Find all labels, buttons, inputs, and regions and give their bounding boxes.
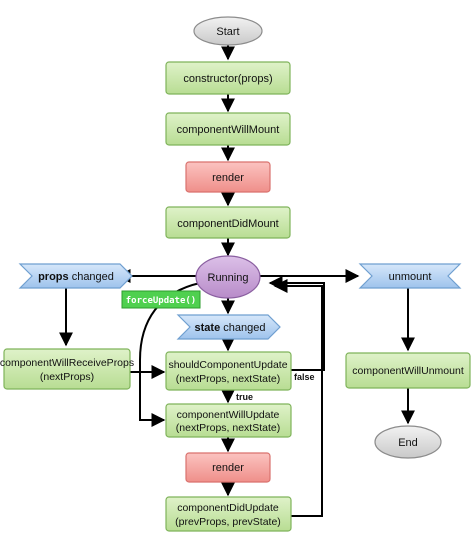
did-mount-label: componentDidMount [177,218,279,230]
edge-didupdate-running [273,279,323,517]
unmount-label: unmount [389,271,432,283]
should-update-node: shouldComponentUpdate (nextProps, nextSt… [165,351,292,391]
props-changed-node: props changed [18,263,133,289]
state-changed-node: state changed [176,314,281,340]
will-unmount-label: componentWillUnmount [352,365,464,377]
will-receive-props-label-1: componentWillReceiveProps [0,357,134,369]
edges [59,42,415,517]
constructor-node: constructor(props) [165,61,291,95]
state-changed-label: state changed [195,322,266,334]
end-node: End [374,425,442,459]
did-update-label-1: componentDidUpdate [177,502,279,514]
running-node: Running [195,255,261,299]
running-label: Running [208,272,249,284]
props-changed-label: props changed [38,271,114,283]
will-update-node: componentWillUpdate (nextProps, nextStat… [165,403,292,438]
did-update-node: componentDidUpdate (prevProps, prevState… [165,496,292,532]
will-update-label-2: (nextProps, nextState) [176,422,280,434]
render-label-2: render [212,462,244,474]
end-label: End [398,437,418,449]
true-edge-label: true [236,392,253,402]
did-update-label-2: (prevProps, prevState) [175,516,281,528]
should-update-label-2: (nextProps, nextState) [176,373,280,385]
render-label-1: render [212,172,244,184]
force-update-label: forceUpdate() [126,296,196,306]
unmount-node: unmount [358,263,462,289]
will-unmount-node: componentWillUnmount [345,352,471,389]
will-update-label-1: componentWillUpdate [177,409,280,421]
props-word: props [38,271,69,283]
start-label: Start [216,26,239,38]
force-update-node: forceUpdate() [121,290,201,309]
false-edge-label: false [294,372,315,382]
start-node: Start [193,16,263,46]
should-update-label-1: shouldComponentUpdate [168,359,287,371]
will-receive-props-label-2: (nextProps) [40,371,94,383]
edge-force-update [139,282,201,427]
will-mount-label: componentWillMount [177,124,280,136]
render-node-2: render [185,452,271,483]
state-changed-suffix: changed [220,322,265,334]
render-node-1: render [185,161,271,193]
edge-should-false-running [268,276,325,371]
will-mount-node: componentWillMount [165,112,291,146]
will-receive-props-node: componentWillReceiveProps (nextProps) [0,348,134,390]
props-changed-suffix: changed [69,271,114,283]
constructor-label: constructor(props) [183,73,272,85]
state-word: state [195,322,221,334]
did-mount-node: componentDidMount [165,206,291,239]
